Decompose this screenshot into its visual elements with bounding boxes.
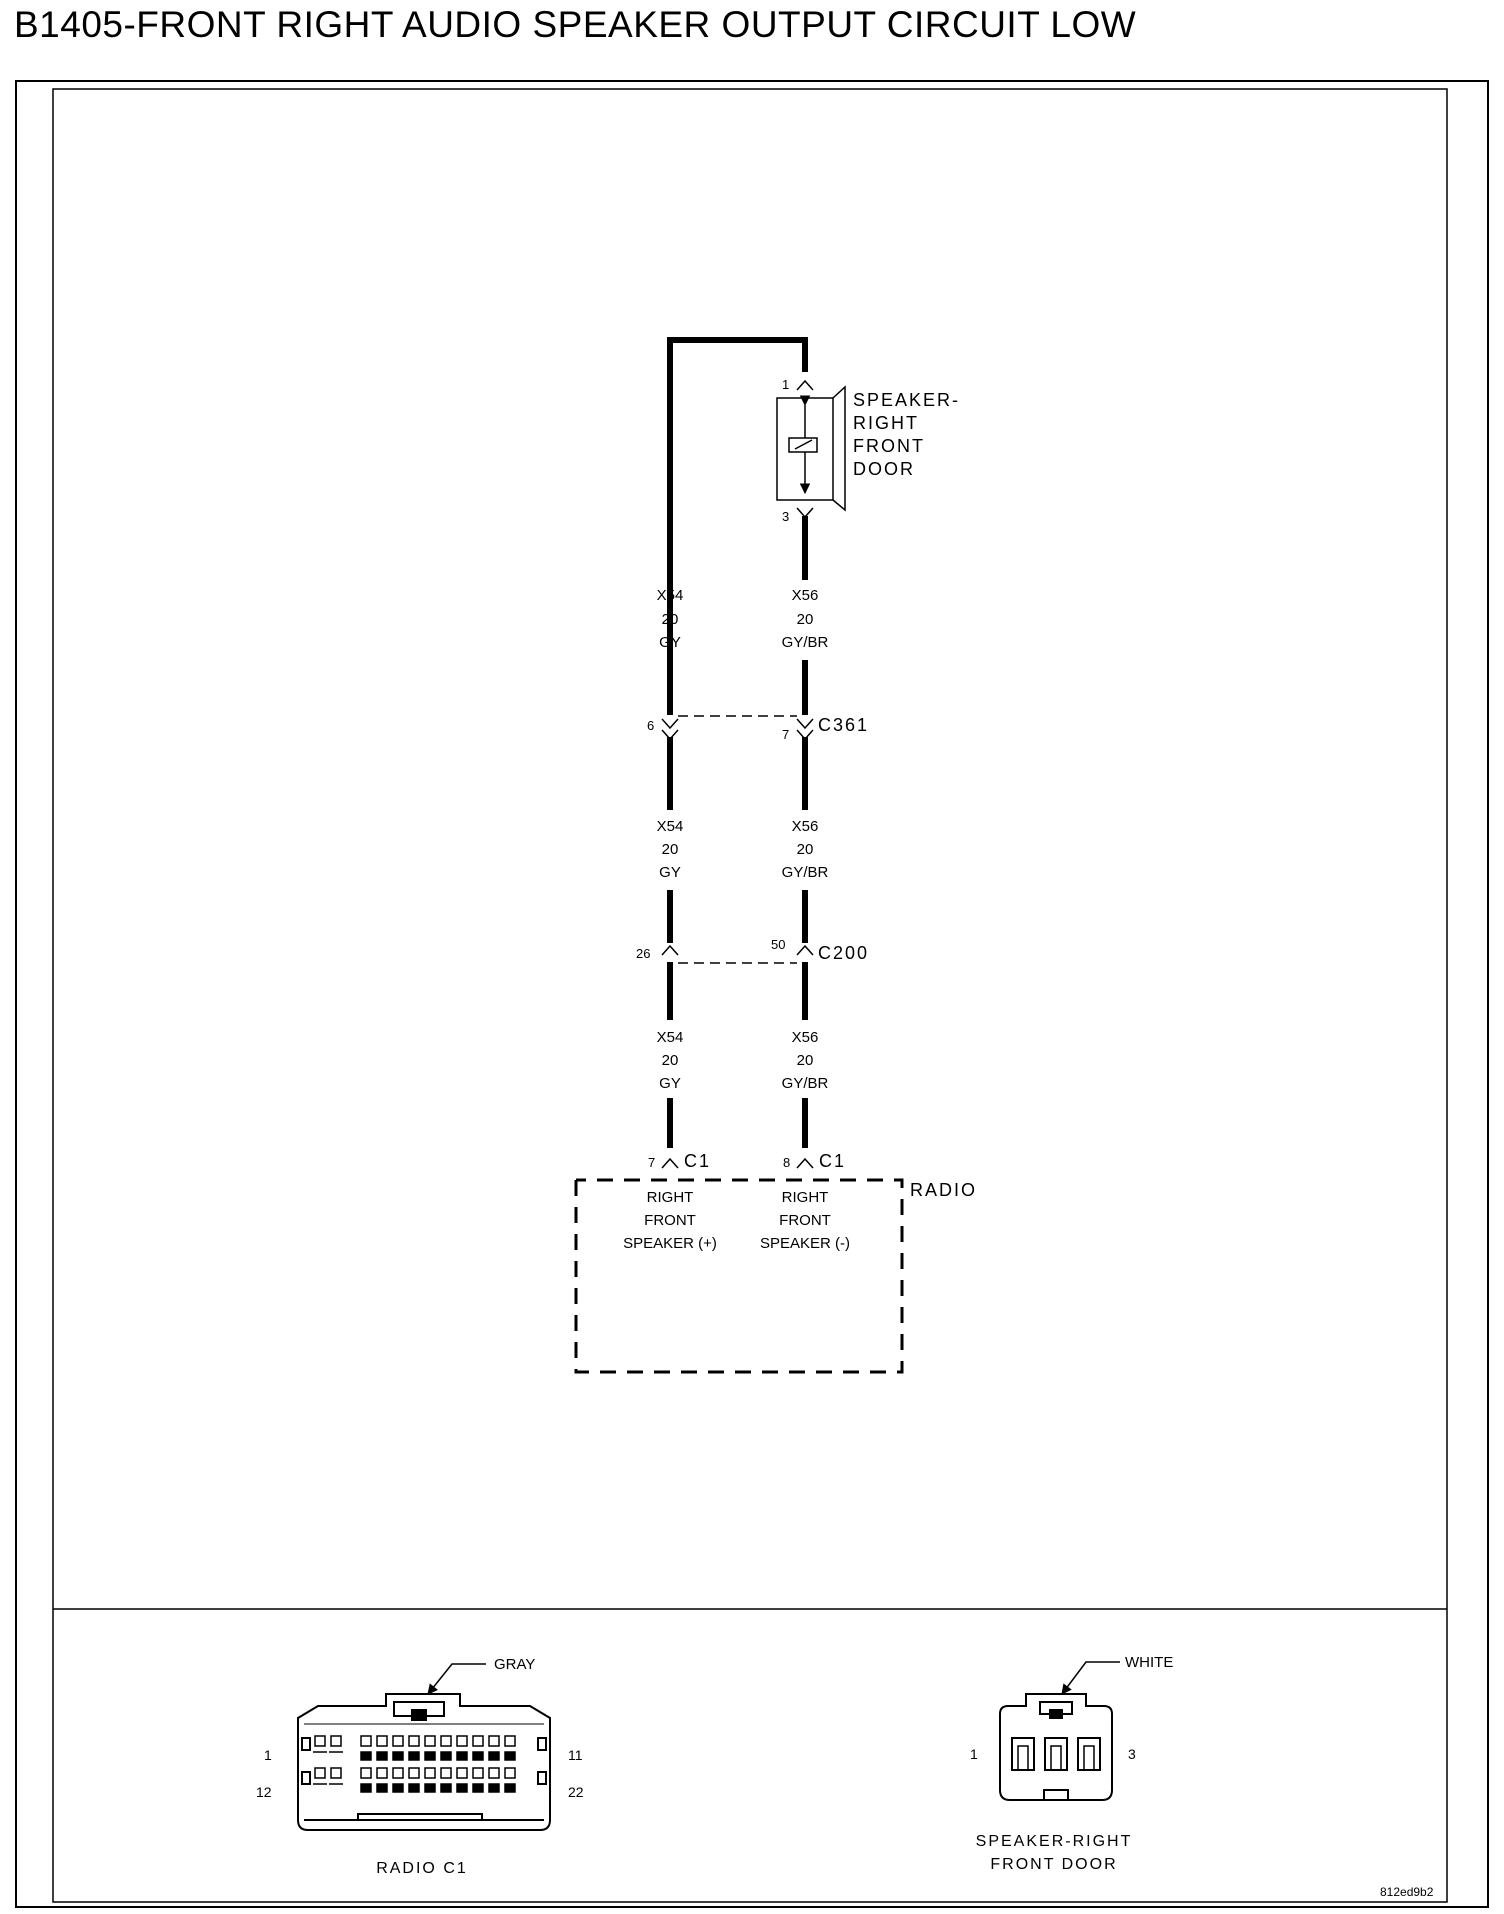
radio-pin-8-mark [796, 1157, 814, 1169]
wire-label-x54-2: X54 20 GY [657, 818, 684, 881]
c361-pin-6: 6 [647, 718, 654, 733]
svg-text:RIGHT: RIGHT [647, 1189, 694, 1206]
radio-pin-7: 7 [648, 1155, 655, 1170]
speaker-conn-color: WHITE [1125, 1654, 1173, 1671]
speaker-connector-view [999, 1661, 1120, 1801]
svg-text:GY/BR: GY/BR [782, 634, 829, 651]
svg-text:DOOR: DOOR [853, 459, 915, 479]
radio-c1-name: RADIO C1 [376, 1860, 468, 1877]
svg-text:X54: X54 [657, 1029, 684, 1046]
radio-c1-color: GRAY [494, 1656, 535, 1673]
circuit [574, 337, 904, 1374]
radio-function-left: RIGHT FRONT SPEAKER (+) [623, 1189, 717, 1252]
svg-text:X54: X54 [657, 587, 684, 604]
speaker-pin-3: 3 [782, 509, 789, 524]
c200-pin-26: 26 [636, 946, 650, 961]
svg-text:GY: GY [659, 1075, 681, 1092]
c361-label: C361 [818, 715, 869, 735]
svg-text:FRONT: FRONT [853, 436, 925, 456]
radio-label: RADIO [910, 1180, 977, 1200]
speaker-pin-1: 1 [782, 377, 789, 392]
radio-c1-pin-11: 11 [568, 1747, 583, 1763]
c200-label: C200 [818, 943, 869, 963]
wire-label-x56-2: X56 20 GY/BR [782, 818, 829, 881]
svg-text:20: 20 [797, 841, 814, 858]
svg-text:X56: X56 [792, 818, 819, 835]
svg-text:SPEAKER (+): SPEAKER (+) [623, 1235, 717, 1252]
svg-text:20: 20 [662, 841, 679, 858]
radio-c1-pin-12: 12 [256, 1784, 272, 1800]
wire-label-x54-3: X54 20 GY [657, 1029, 684, 1092]
speaker-conn-name-2: FRONT DOOR [990, 1856, 1117, 1873]
speaker-conn-pin-3: 3 [1128, 1746, 1136, 1762]
wire-label-x54-1: X54 20 GY [657, 587, 684, 651]
wire-label-x56-3: X56 20 GY/BR [782, 1029, 829, 1092]
c200-pin-50: 50 [771, 937, 785, 952]
wire-label-x56-1: X56 20 GY/BR [782, 587, 829, 651]
svg-text:RIGHT: RIGHT [853, 413, 919, 433]
svg-text:GY/BR: GY/BR [782, 1075, 829, 1092]
svg-text:SPEAKER-: SPEAKER- [853, 390, 960, 410]
connector-c361 [661, 715, 814, 741]
drawing-id: 812ed9b2 [1380, 1885, 1434, 1899]
svg-text:SPEAKER (-): SPEAKER (-) [760, 1235, 850, 1252]
radio-pin-7-mark [661, 1157, 679, 1169]
speaker-conn-name-1: SPEAKER-RIGHT [976, 1833, 1133, 1850]
radio-outline [574, 1178, 904, 1374]
radio-c1-connector-view [297, 1663, 551, 1831]
wire-x54-top-loop [667, 337, 808, 580]
svg-text:GY: GY [659, 634, 681, 651]
inner-frame [52, 88, 1448, 1903]
svg-text:20: 20 [662, 1052, 679, 1069]
svg-text:X56: X56 [792, 1029, 819, 1046]
speaker-symbol [776, 379, 846, 519]
radio-function-right: RIGHT FRONT SPEAKER (-) [760, 1189, 850, 1252]
radio-conn-c1-right: C1 [819, 1151, 846, 1171]
c361-pin-7: 7 [782, 727, 789, 742]
svg-text:FRONT: FRONT [779, 1212, 831, 1229]
svg-text:20: 20 [797, 611, 814, 628]
svg-text:X54: X54 [657, 818, 684, 835]
svg-text:GY/BR: GY/BR [782, 864, 829, 881]
speaker-label: SPEAKER- RIGHT FRONT DOOR [853, 390, 960, 479]
radio-pin-8: 8 [783, 1155, 790, 1170]
radio-c1-pin-1: 1 [264, 1747, 272, 1763]
svg-text:FRONT: FRONT [644, 1212, 696, 1229]
svg-text:20: 20 [797, 1052, 814, 1069]
outer-frame [15, 80, 1489, 1908]
connector-c200 [661, 944, 814, 964]
svg-text:X56: X56 [792, 587, 819, 604]
svg-text:RIGHT: RIGHT [782, 1189, 829, 1206]
svg-text:20: 20 [662, 611, 679, 628]
radio-conn-c1-left: C1 [684, 1151, 711, 1171]
svg-text:GY: GY [659, 864, 681, 881]
page-title: B1405-FRONT RIGHT AUDIO SPEAKER OUTPUT C… [14, 4, 1137, 45]
radio-c1-pin-22: 22 [568, 1784, 584, 1800]
speaker-conn-pin-1: 1 [970, 1746, 978, 1762]
